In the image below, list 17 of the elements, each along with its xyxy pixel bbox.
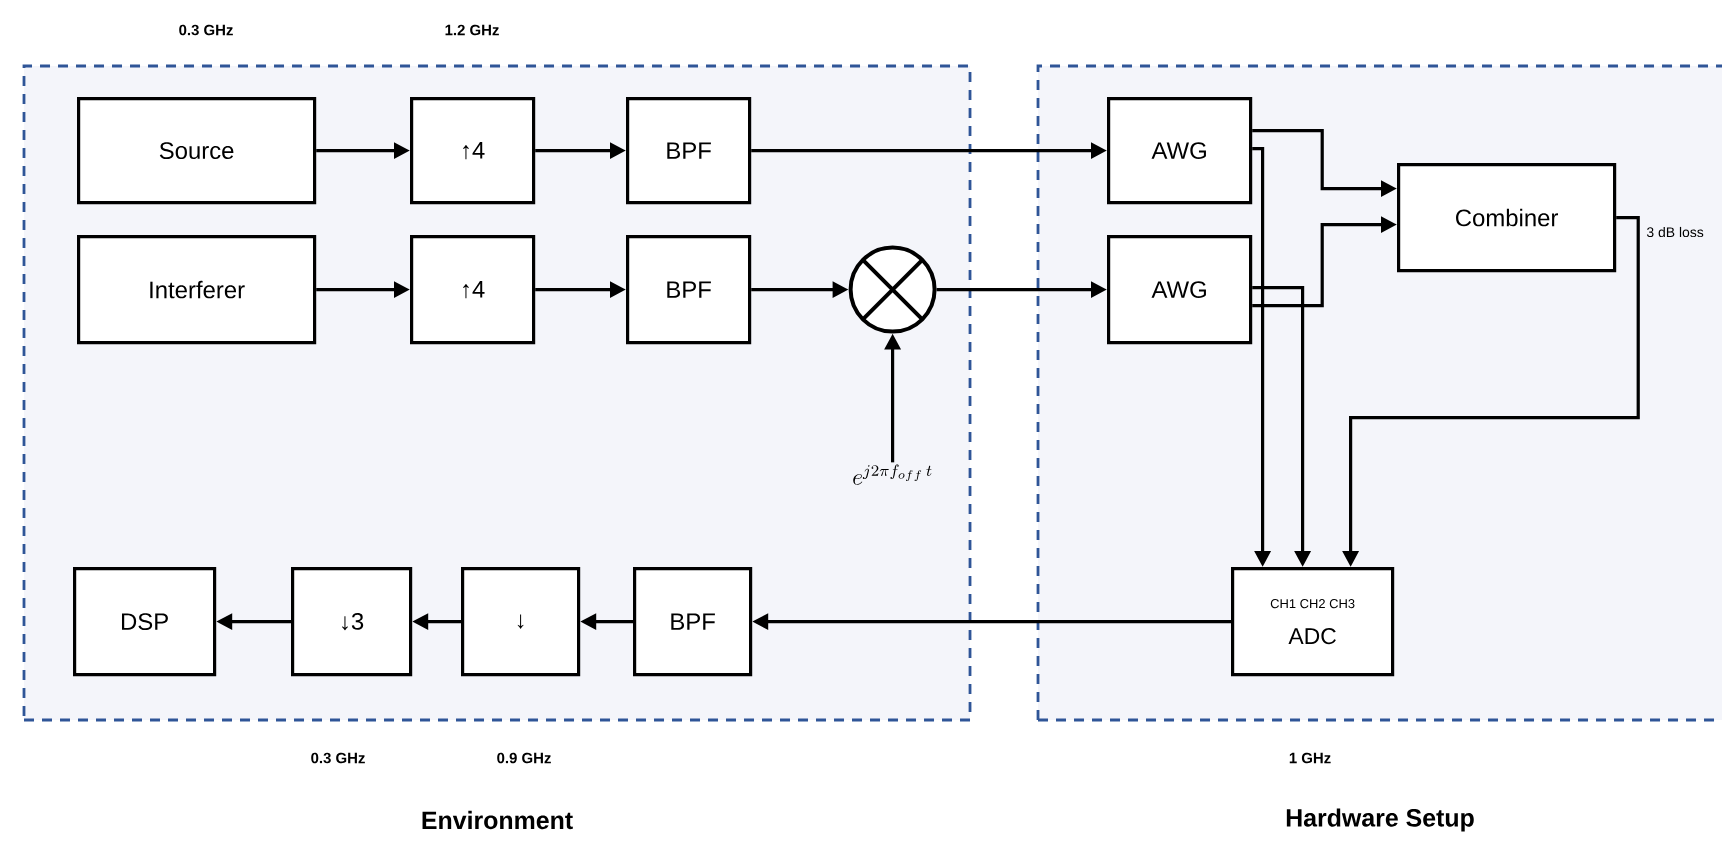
panel-heading: Environment [422,810,573,830]
block-box: AWG [1107,235,1253,345]
block-box: ↑4 [410,235,536,345]
block-box: ↑4 [410,97,536,205]
block-box: BPF [633,567,753,677]
block-box: Interferer [77,235,317,345]
block-box: Combiner [1397,163,1617,273]
panel-heading: Hardware Setup [1286,808,1474,832]
mixer-symbol [848,245,937,334]
block-box: BPF [626,97,752,205]
block-box: ↓ [461,567,581,677]
block-box: DSP [73,567,217,677]
block-box: Source [77,97,317,205]
block-box: BPF [626,235,752,345]
formula-label: $e^{j2\pi f_{off}\, t}$ [853,464,932,485]
block-box: ↓3 [291,567,413,677]
block-box: AWG [1107,97,1253,205]
